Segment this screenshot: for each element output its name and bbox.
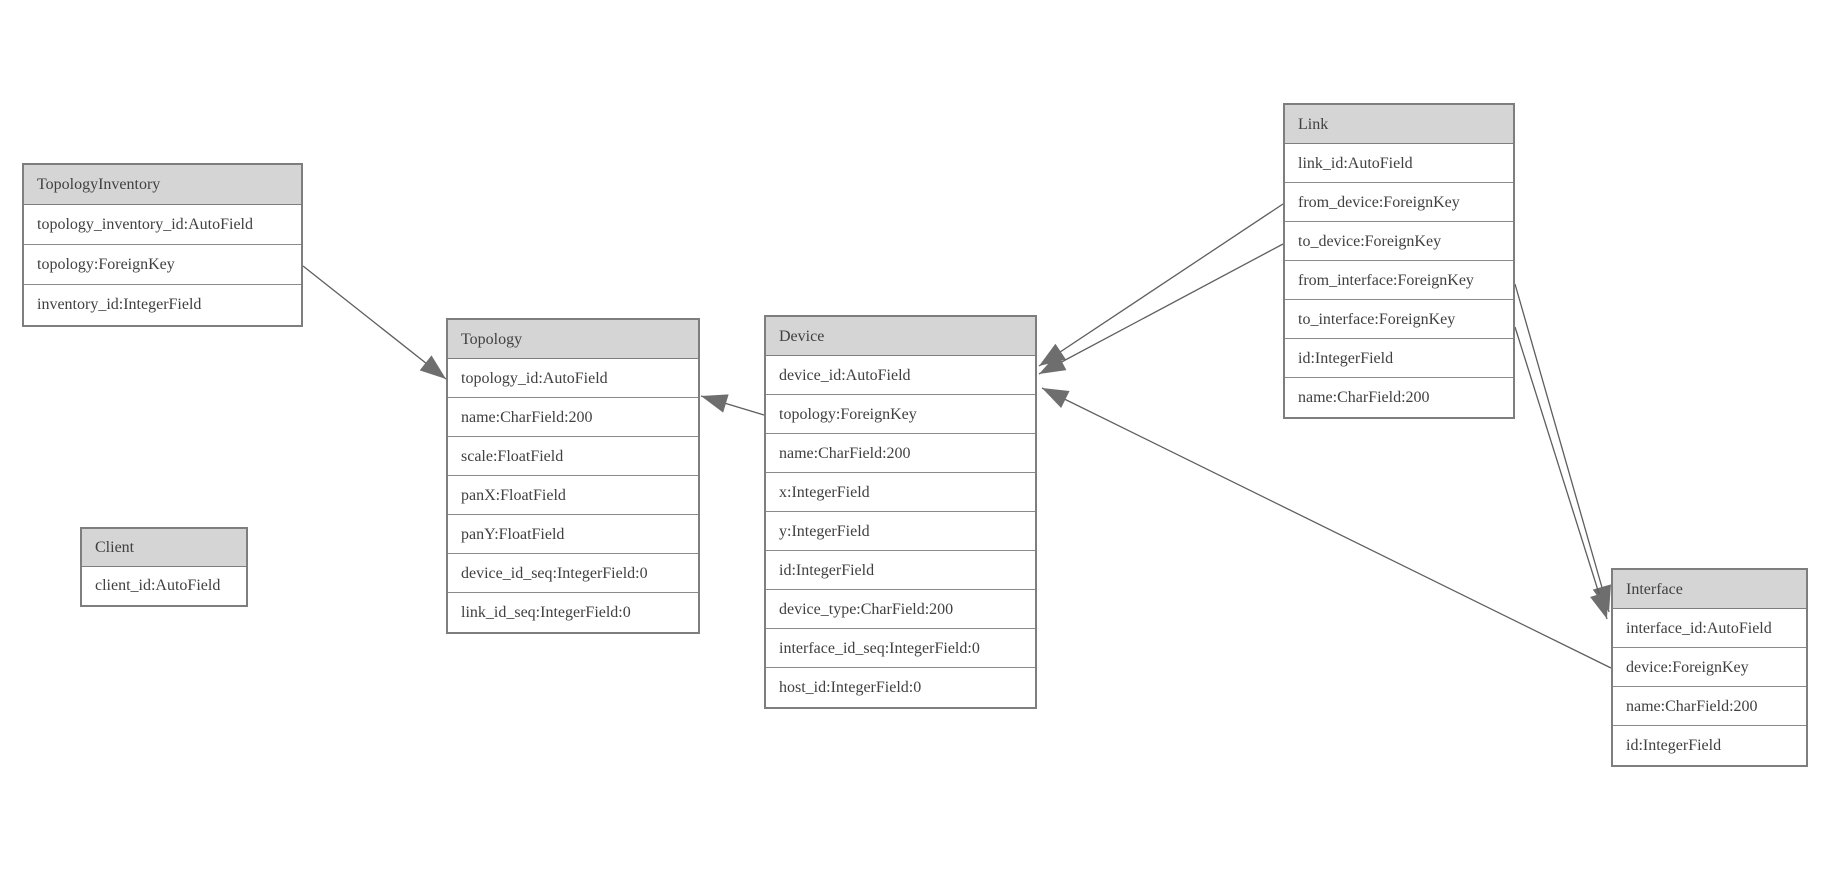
field-row-device-3: x:IntegerField [766,473,1035,512]
field-row-topology-5: device_id_seq:IntegerField:0 [448,554,698,593]
field-row-interface-1: device:ForeignKey [1613,648,1806,687]
field-row-link-1: from_device:ForeignKey [1285,183,1513,222]
entity-title-interface: Interface [1613,570,1806,609]
field-row-link-4: to_interface:ForeignKey [1285,300,1513,339]
entity-title-link: Link [1285,105,1513,144]
field-row-link-0: link_id:AutoField [1285,144,1513,183]
edge-link-from-interface [1514,283,1610,613]
arrowhead-device-topology [701,394,729,413]
edge-interface-device [1041,387,1612,669]
field-row-device-1: topology:ForeignKey [766,395,1035,434]
field-row-client-0: client_id:AutoField [82,567,246,605]
field-row-topology-3: panX:FloatField [448,476,698,515]
field-row-topology-4: panY:FloatField [448,515,698,554]
field-row-topology-6: link_id_seq:IntegerField:0 [448,593,698,632]
field-row-device-0: device_id:AutoField [766,356,1035,395]
field-row-topology-inventory-0: topology_inventory_id:AutoField [24,205,301,245]
field-row-interface-3: id:IntegerField [1613,726,1806,765]
field-row-device-5: id:IntegerField [766,551,1035,590]
edge-link-to-device [1038,243,1284,375]
arrowhead-link-from-interface [1592,584,1611,612]
arrowhead-topologyinventory-topology [419,355,446,379]
edge-topologyinventory-topology [302,265,447,380]
entity-title-topology: Topology [448,320,698,359]
arrowhead-link-to-interface [1590,591,1609,619]
field-row-interface-0: interface_id:AutoField [1613,609,1806,648]
entity-title-device: Device [766,317,1035,356]
entity-title-client: Client [82,529,246,567]
edge-link-from-device [1038,203,1284,367]
field-row-link-3: from_interface:ForeignKey [1285,261,1513,300]
field-row-link-2: to_device:ForeignKey [1285,222,1513,261]
field-row-interface-2: name:CharField:200 [1613,687,1806,726]
field-row-link-6: name:CharField:200 [1285,378,1513,417]
field-row-device-8: host_id:IntegerField:0 [766,668,1035,707]
arrowhead-interface-device [1042,388,1070,409]
field-row-device-4: y:IntegerField [766,512,1035,551]
field-row-device-6: device_type:CharField:200 [766,590,1035,629]
entity-title-topology-inventory: TopologyInventory [24,165,301,205]
field-row-topology-0: topology_id:AutoField [448,359,698,398]
field-row-device-7: interface_id_seq:IntegerField:0 [766,629,1035,668]
field-row-topology-inventory-1: topology:ForeignKey [24,245,301,285]
field-row-link-5: id:IntegerField [1285,339,1513,378]
field-row-topology-1: name:CharField:200 [448,398,698,437]
field-row-topology-inventory-2: inventory_id:IntegerField [24,285,301,325]
arrowhead-link-to-device [1039,353,1067,374]
field-row-device-2: name:CharField:200 [766,434,1035,473]
edge-link-to-interface [1514,326,1608,620]
arrowhead-link-from-device [1039,343,1066,366]
edge-device-topology [700,395,765,416]
field-row-topology-2: scale:FloatField [448,437,698,476]
